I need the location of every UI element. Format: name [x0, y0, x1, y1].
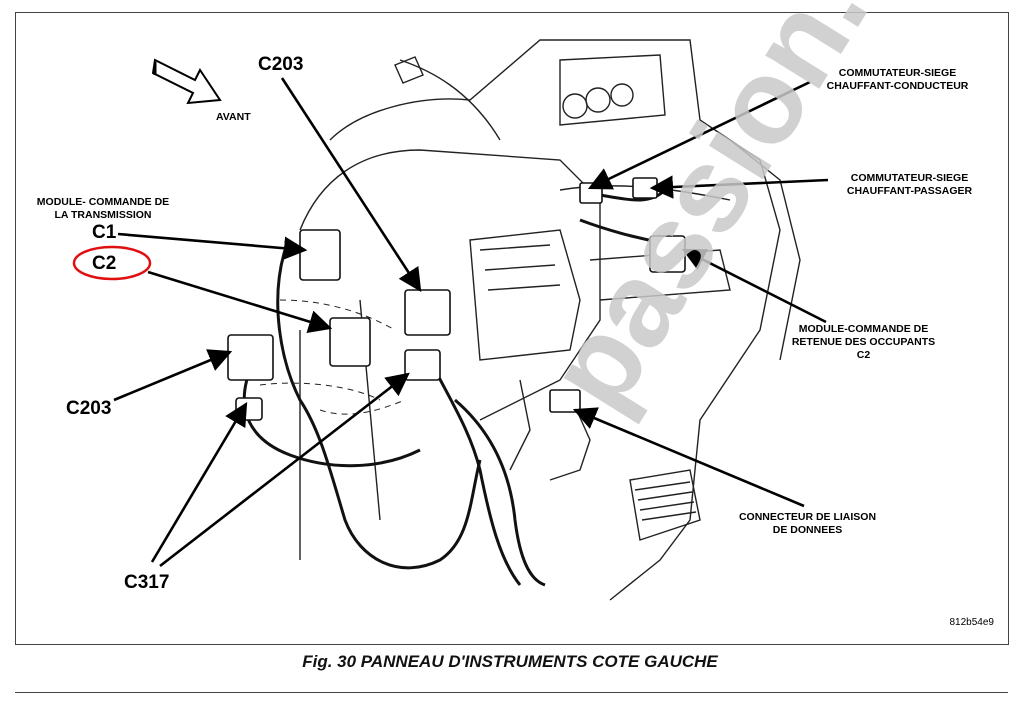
c317-connector-right — [404, 349, 441, 381]
label-c203-left: C203 — [66, 398, 112, 419]
arrow-c203-top — [280, 77, 422, 292]
c2-highlight-circle — [72, 245, 152, 281]
arrow-c203-left — [113, 349, 233, 402]
arrow-c317-right — [159, 372, 410, 568]
label-c203-top: C203 — [258, 54, 304, 75]
dlc-connector — [549, 389, 581, 413]
arrow-c2 — [147, 270, 333, 333]
label-passenger-seat-switch: COMMUTATEUR-SIEGE CHAUFFANT-PASSAGER — [846, 172, 973, 197]
c203-left-connector — [227, 334, 274, 381]
label-c317: C317 — [124, 572, 170, 593]
figure-caption: Fig. 30 PANNEAU D'INSTRUMENTS COTE GAUCH… — [302, 652, 718, 671]
label-orc: MODULE-COMMANDE DE RETENUE DES OCCUPANTS… — [791, 323, 936, 361]
dashed-routing — [259, 299, 406, 415]
c2-connector — [329, 317, 371, 367]
driver-seat-switch-connector — [579, 182, 603, 204]
arrow-c317-left — [150, 401, 248, 563]
label-dlc: CONNECTEUR DE LIAISON DE DONNEES — [738, 511, 877, 536]
wiring-harness — [242, 188, 671, 587]
orc-connector — [649, 235, 686, 273]
image-code: 812b54e9 — [949, 617, 995, 628]
figure-frame — [15, 12, 1009, 645]
arrow-passenger-seat-switch — [649, 175, 829, 199]
label-driver-seat-switch: COMMUTATEUR-SIEGE CHAUFFANT-CONDUCTEUR — [826, 67, 969, 92]
label-tcm: MODULE- COMMANDE DE LA TRANSMISSION — [36, 196, 170, 221]
arrow-driver-seat-switch — [587, 80, 811, 190]
label-c2: C2 — [92, 253, 117, 274]
c1-connector — [299, 229, 341, 281]
arrow-dlc — [572, 407, 805, 508]
forward-arrow-icon — [151, 58, 222, 105]
arrow-orc — [681, 248, 827, 324]
callout-arrows — [113, 77, 829, 568]
label-c1: C1 — [92, 222, 117, 243]
direction-label: AVANT — [216, 111, 251, 123]
arrow-c1 — [117, 232, 308, 260]
bottom-rule — [15, 692, 1008, 693]
c203-top-connector — [404, 289, 451, 336]
connectors — [227, 177, 686, 421]
